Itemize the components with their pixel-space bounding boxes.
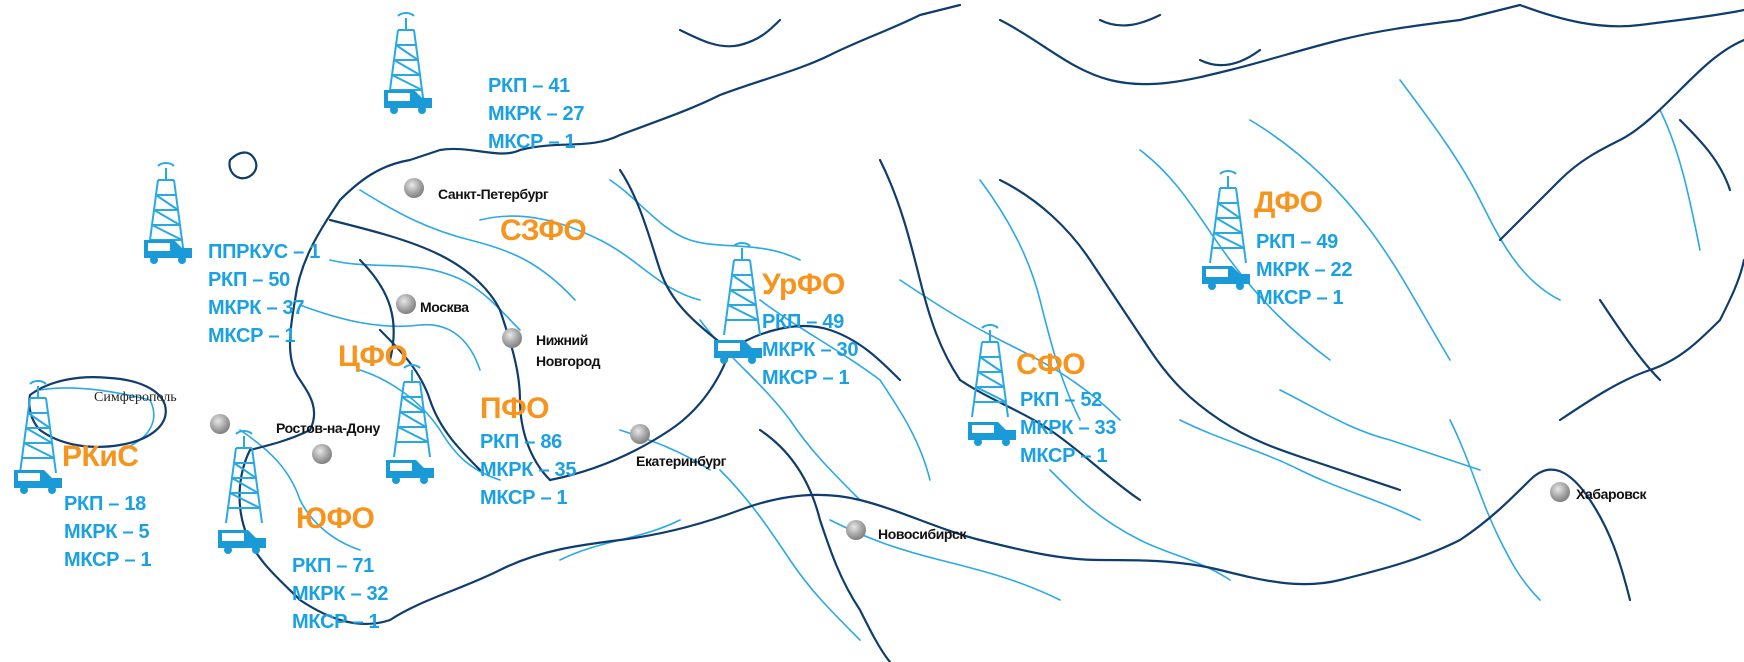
radio-tower-icon bbox=[971, 324, 1009, 418]
van-icon bbox=[386, 460, 434, 484]
stats-szfo: РКП – 41 МКРК – 27 МКСР – 1 bbox=[488, 72, 585, 156]
stat-line: МКРК – 32 bbox=[292, 583, 389, 605]
stat-line: ППРКУС – 1 bbox=[208, 241, 321, 263]
stats-rkis: РКП – 18 МКРК – 5 МКСР – 1 bbox=[64, 490, 152, 574]
city-marker-icon bbox=[1550, 482, 1570, 502]
city-label-line: Новгород bbox=[536, 353, 601, 369]
city-marker-icon bbox=[312, 444, 332, 464]
stat-line: МКСР – 1 bbox=[208, 325, 296, 347]
radio-tower-icon bbox=[19, 380, 57, 474]
van-icon bbox=[218, 530, 266, 554]
stat-line: МКРК – 22 bbox=[1256, 259, 1353, 281]
stat-line: МКСР – 1 bbox=[1256, 287, 1344, 309]
river-network bbox=[39, 79, 1701, 641]
stat-line: МКРК – 37 bbox=[208, 297, 305, 319]
radio-tower-icon bbox=[1209, 170, 1247, 264]
city-label-nsk: Новосибирск bbox=[878, 526, 967, 542]
radio-tower-icon bbox=[225, 430, 263, 524]
stat-line: РКП – 49 bbox=[762, 311, 845, 333]
district-name-dfo: ДФО bbox=[1254, 186, 1323, 219]
stats-sfo: РКП – 52 МКРК – 33 МКСР – 1 bbox=[1020, 386, 1117, 470]
van-icon bbox=[384, 90, 432, 114]
city-label-moscow: Москва bbox=[420, 299, 469, 315]
radio-tower-icon bbox=[387, 12, 425, 106]
district-name-szfo: СЗФО bbox=[500, 214, 587, 247]
stat-line: РКП – 18 bbox=[64, 493, 147, 515]
stats-pfo: РКП – 86 МКРК – 35 МКСР – 1 bbox=[480, 428, 577, 512]
van-icon bbox=[1202, 266, 1250, 290]
city-marker-icon bbox=[630, 424, 650, 444]
stats-dfo: РКП – 49 МКРК – 22 МКСР – 1 bbox=[1256, 228, 1353, 312]
city-label-rostov: Ростов-на-Дону bbox=[276, 420, 380, 436]
stat-line: РКП – 50 bbox=[208, 269, 291, 291]
city-label-line: Нижний bbox=[536, 332, 588, 348]
district-borders bbox=[28, 3, 1744, 662]
city-label-nizhny-novgorod: Нижний Новгород bbox=[536, 330, 600, 372]
district-name-yufo: ЮФО bbox=[296, 502, 375, 535]
stat-line: МКСР – 1 bbox=[292, 611, 380, 633]
city-label-khv: Хабаровск bbox=[1576, 486, 1647, 502]
stat-line: РКП – 52 bbox=[1020, 389, 1103, 411]
city-marker-icon bbox=[502, 328, 522, 348]
stat-line: МКРК – 35 bbox=[480, 459, 577, 481]
van-icon bbox=[144, 240, 192, 264]
van-icon bbox=[14, 470, 62, 494]
radio-tower-icon bbox=[723, 242, 761, 336]
stats-yufo: РКП – 71 МКРК – 32 МКСР – 1 bbox=[292, 552, 389, 636]
district-name-rkis: РКиС bbox=[62, 440, 139, 473]
stat-line: МКСР – 1 bbox=[64, 549, 152, 571]
van-icon bbox=[714, 340, 762, 364]
district-name-sfo: СФО bbox=[1016, 348, 1086, 381]
city-label-simferopol: Симферополь bbox=[94, 390, 177, 405]
stats-urfo: РКП – 49 МКРК – 30 МКСР – 1 bbox=[762, 308, 859, 392]
city-marker-icon bbox=[846, 520, 866, 540]
van-icon bbox=[968, 422, 1016, 446]
stats-cfo: ППРКУС – 1 РКП – 50 МКРК – 37 МКСР – 1 bbox=[208, 238, 320, 350]
stat-line: МКСР – 1 bbox=[480, 487, 568, 509]
city-label-ekb: Екатеринбург bbox=[636, 453, 727, 469]
district-name-pfo: ПФО bbox=[480, 392, 550, 425]
stat-line: МКРК – 30 bbox=[762, 339, 859, 361]
stat-line: МКСР – 1 bbox=[762, 367, 850, 389]
stat-line: МКСР – 1 bbox=[488, 131, 576, 153]
stat-line: РКП – 71 bbox=[292, 555, 375, 577]
stat-line: МКСР – 1 bbox=[1020, 445, 1108, 467]
stat-line: РКП – 41 bbox=[488, 75, 571, 97]
city-label-spb: Санкт-Петербург bbox=[438, 186, 549, 202]
stat-line: МКРК – 33 bbox=[1020, 417, 1117, 439]
city-marker-icon bbox=[396, 294, 416, 314]
district-name-urfo: УрФО bbox=[762, 268, 845, 301]
city-marker-icon bbox=[210, 414, 230, 434]
stat-line: МКРК – 5 bbox=[64, 521, 150, 543]
radio-tower-icon bbox=[393, 364, 431, 458]
stat-line: РКП – 49 bbox=[1256, 231, 1339, 253]
stat-line: РКП – 86 bbox=[480, 431, 563, 453]
district-name-cfo: ЦФО bbox=[338, 340, 408, 373]
city-marker-icon bbox=[404, 178, 424, 198]
stat-line: МКРК – 27 bbox=[488, 103, 585, 125]
